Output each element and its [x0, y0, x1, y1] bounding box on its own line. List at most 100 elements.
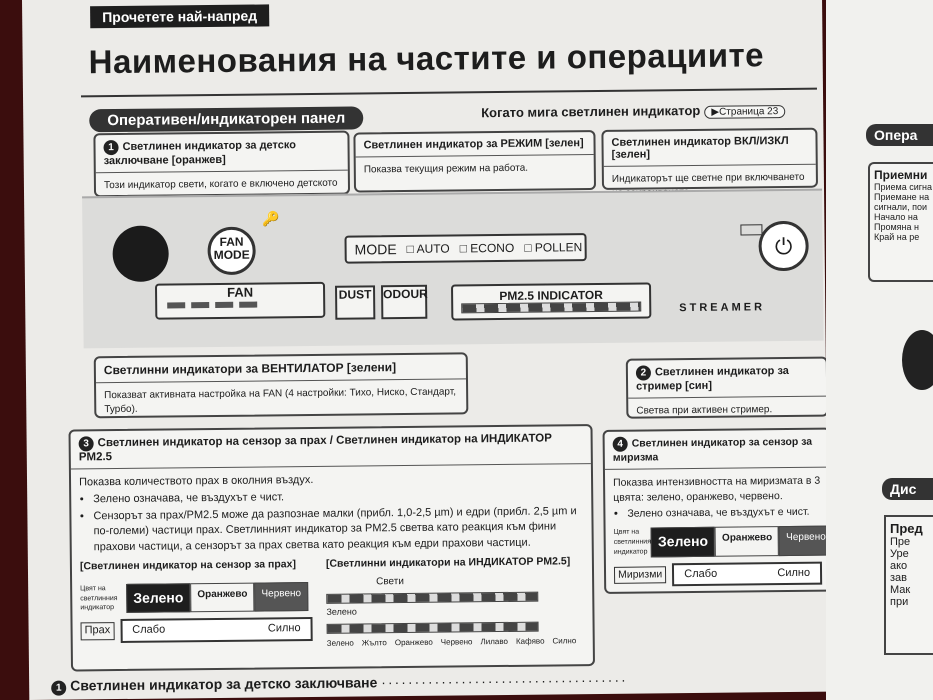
page-title: Наименования на частите и операциите: [88, 36, 765, 81]
fan-seg: [191, 302, 210, 309]
right-line: Пре: [890, 536, 911, 548]
right-line: Уре: [890, 548, 909, 560]
fan-levels: [157, 299, 323, 312]
mode-box: Светлинен индикатор за РЕЖИМ [зелен] Пок…: [353, 130, 597, 193]
dust-title: Светлинен индикатор на сензор за прах / …: [78, 432, 552, 464]
dust-sub: [Светлинен индикатор на сензор за прах]: [79, 558, 297, 573]
right-line: Начало на: [874, 212, 918, 222]
right-line: сигнали, пои: [874, 202, 927, 212]
page-ref-label: Страница 23: [718, 106, 779, 118]
odour-arrow: Слабо Силно: [672, 561, 823, 587]
power-lamp: [740, 224, 763, 236]
strong-label: Силно: [777, 566, 811, 579]
num-badge: 4: [612, 436, 628, 452]
odour-indicator: ODOUR: [381, 284, 428, 320]
blink-note-text: Когато мига светлинен индикатор: [481, 102, 701, 121]
right-section: Опера: [866, 124, 933, 146]
fan-title: Светлинни индикатори за ВЕНТИЛАТОР [зеле…: [95, 354, 466, 384]
level-red: Червено: [779, 525, 833, 556]
fan-label: FAN: [226, 284, 254, 300]
pollen-label: □ POLLEN: [524, 240, 583, 255]
pm-bar-lit: [326, 591, 539, 604]
pollen-text: POLLEN: [534, 240, 583, 255]
fan-seg: [239, 301, 258, 308]
pm-color: Зелено: [326, 638, 354, 649]
dust-indicator: DUST: [335, 285, 376, 320]
manual-page: Прочетете най-напред Наименования на час…: [22, 0, 833, 700]
pm-color: Силно: [552, 636, 577, 646]
color-label: Цвят на светлинния индикатор: [80, 584, 118, 612]
pm-sub: [Светлинни индикатори на ИНДИКАТОР PM2.5…: [325, 555, 571, 570]
section-title: Оперативен/индикаторен панел: [89, 106, 364, 133]
odour-word: Миризми: [613, 566, 667, 584]
read-first-tag: Прочетете най-напред: [90, 4, 270, 29]
streamer-title: Светлинен индикатор за стример [син]: [636, 364, 789, 393]
color-label: Цвят на светлинния индикатор: [613, 528, 652, 556]
child-lock-title: Светлинен индикатор за детско заключване…: [103, 139, 296, 168]
right-box2-title: Пред: [890, 521, 923, 536]
level-red: Червено: [254, 581, 309, 612]
power-box: Светлинен индикатор ВКЛ/ИЗКЛ [зелен] Инд…: [601, 127, 819, 199]
fan-box: Светлинни индикатори за ВЕНТИЛАТОР [зеле…: [93, 352, 469, 419]
pm-color: Оранжево: [394, 637, 433, 648]
right-line: Приема сигна: [874, 182, 932, 192]
dust-label: DUST: [338, 287, 372, 302]
power-button[interactable]: ⏻: [758, 220, 809, 272]
dust-word: Прах: [80, 622, 115, 641]
green-small: Зелено: [326, 606, 357, 617]
strong-label: Силно: [267, 622, 301, 635]
dust-bullets: Зелено означава, че въздухът е чист. Сен…: [79, 488, 584, 556]
weak-label: Слабо: [684, 567, 718, 580]
key-icon: 🔑: [262, 210, 280, 227]
pm25-indicator: PM2.5 INDICATOR: [451, 282, 652, 321]
sensor-circle: [112, 225, 169, 283]
right-line: ако: [890, 560, 908, 572]
footer-text: Светлинен индикатор за детско заключване: [70, 674, 378, 694]
level-green: Зелено: [126, 582, 191, 614]
list-item: Зелено означава, че въздухът е чист.: [627, 505, 821, 522]
pm-color: Лилаво: [480, 637, 508, 647]
right-line: зав: [890, 572, 908, 584]
page-ref[interactable]: ▶Страница 23: [704, 105, 786, 119]
auto-label: □ AUTO: [406, 241, 450, 256]
streamer-label: STREAMER: [679, 301, 766, 315]
fan-text: Показват активната настройка на FAN (4 н…: [104, 386, 457, 416]
pm25-bar: [461, 301, 642, 314]
title-rule: [81, 87, 817, 98]
fan-indicators: FAN: [154, 281, 326, 320]
dust-sensor-legend: [Светлинен индикатор на сензор за прах] …: [80, 557, 313, 652]
sensor-circle: [902, 330, 933, 390]
power-title: Светлинен индикатор ВКЛ/ИЗКЛ [зелен]: [603, 129, 816, 167]
right-line: Приемане на: [874, 192, 930, 202]
econo-text: ECONO: [470, 240, 515, 256]
num-badge: 1: [51, 680, 67, 696]
econo-label: □ ECONO: [459, 240, 515, 256]
mode-text: Показва текущия режим на работа.: [363, 162, 529, 176]
auto-text: AUTO: [416, 241, 450, 256]
pm-color: Кафяво: [515, 636, 545, 647]
fan-seg: [215, 301, 234, 308]
num-badge: 1: [103, 139, 119, 156]
streamer-text: Светва при активен стример.: [636, 404, 773, 417]
mode-indicators: MODE □ AUTO □ ECONO □ POLLEN: [344, 233, 587, 264]
level-orange: Оранжево: [190, 582, 255, 613]
mode-title: Светлинен индикатор за РЕЖИМ [зелен]: [355, 132, 594, 158]
odour-intro: Показва интензивността на миризмата в 3 …: [613, 474, 821, 504]
right-box-title: Приемни: [874, 168, 928, 182]
num-badge: 2: [635, 365, 652, 381]
level-orange: Оранжево: [714, 526, 780, 557]
list-item: Сензорът за прах/PM2.5 може да разпознае…: [93, 504, 583, 555]
odour-title: Светлинен индикатор за сензор за миризма: [612, 435, 813, 464]
